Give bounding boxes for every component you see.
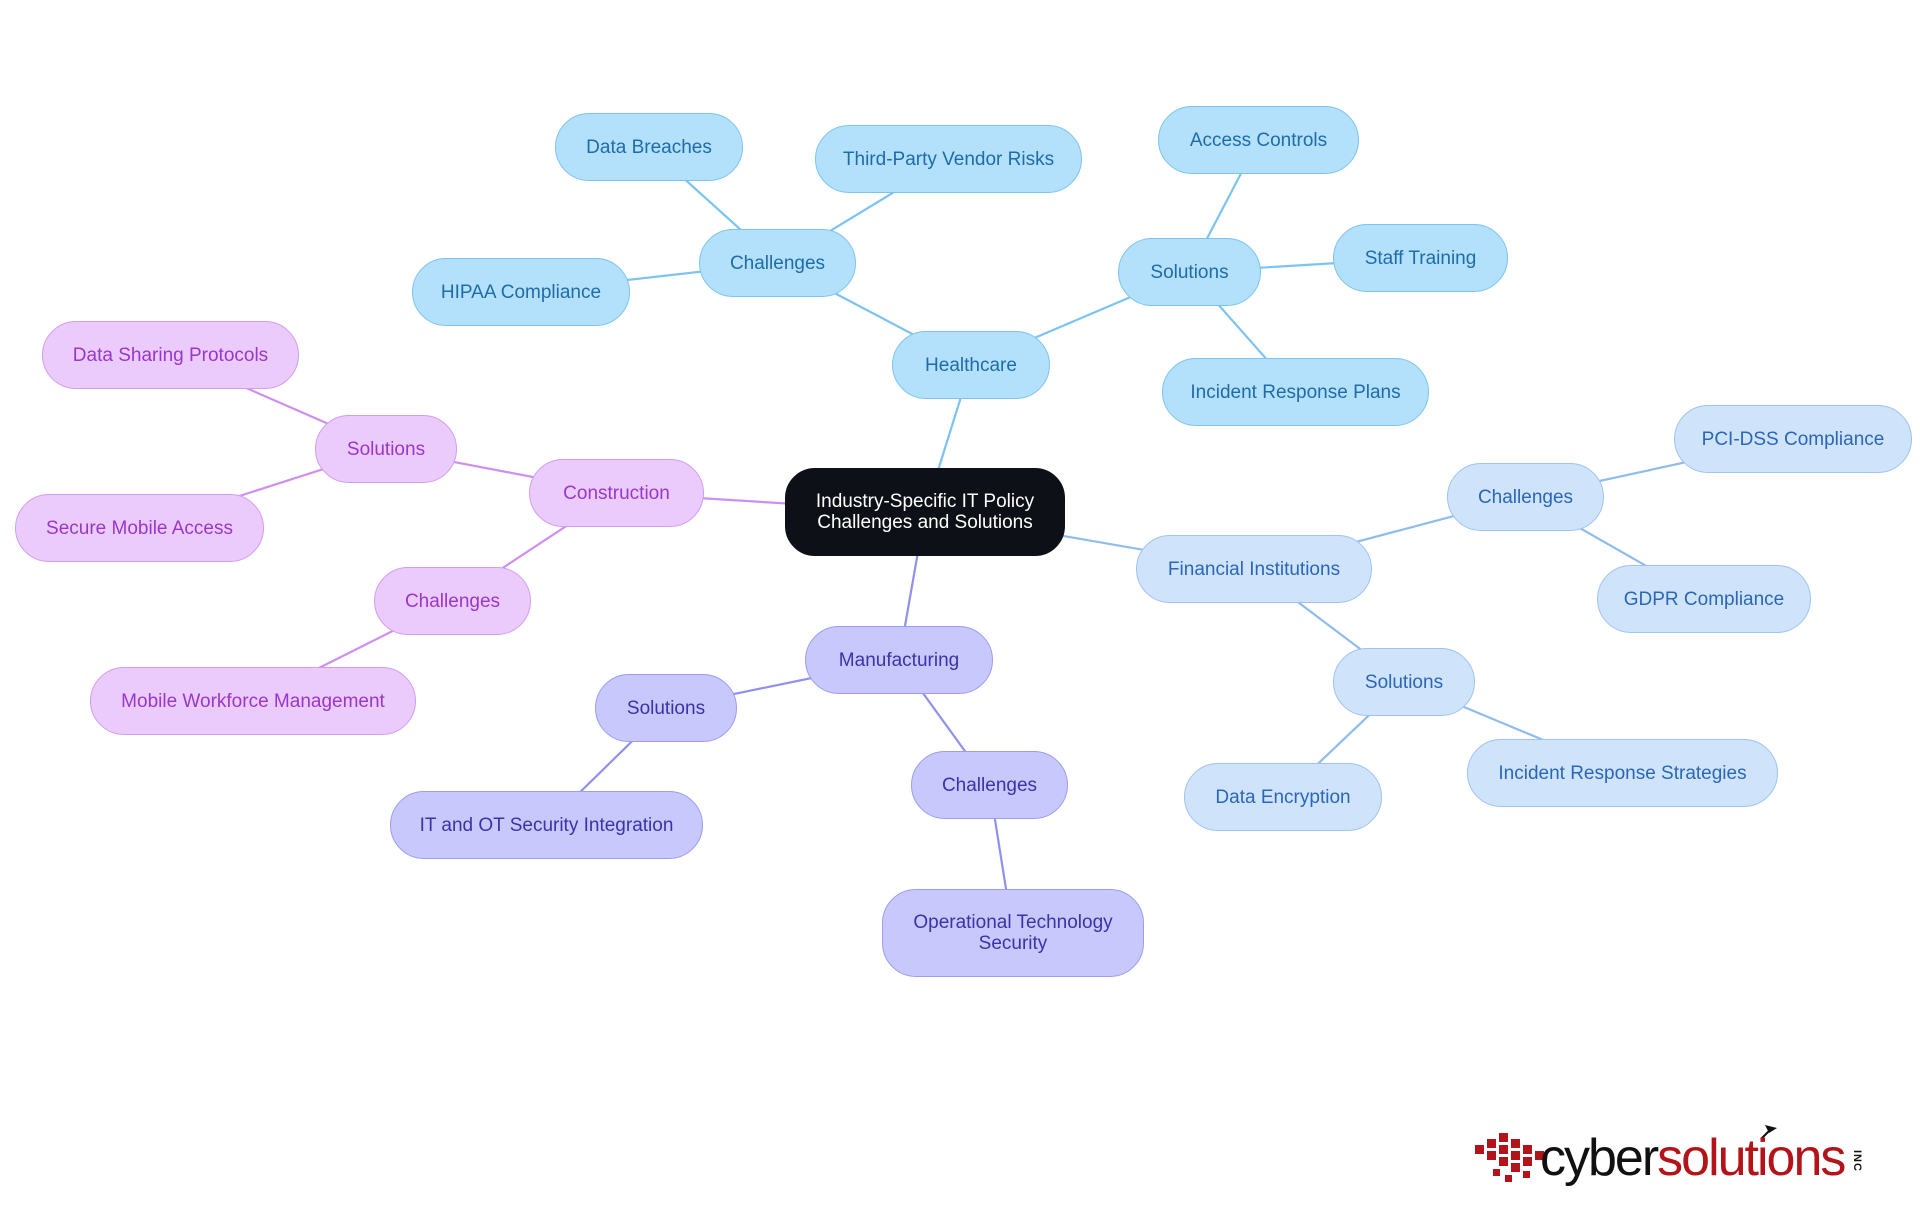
financial-institutions-node: Financial Institutions [1136, 535, 1372, 603]
data-encryption-node: Data Encryption [1184, 763, 1382, 831]
hipaa-compliance-node: HIPAA Compliance [412, 258, 630, 326]
operational-technology-security-node: Operational Technology Security [882, 889, 1144, 977]
manufacturing-node: Manufacturing [805, 626, 993, 694]
cybersolutions-logo: cybersolutions [1540, 1128, 1846, 1188]
incident-response-strategies-node: Incident Response Strategies [1467, 739, 1778, 807]
third-party-vendor-risks-node: Third-Party Vendor Risks [815, 125, 1082, 193]
access-controls-node: Access Controls [1158, 106, 1359, 174]
it-ot-security-integration-node: IT and OT Security Integration [390, 791, 703, 859]
root-label: Industry-Specific IT Policy Challenges a… [815, 491, 1035, 533]
red-pixel-cube-icon [1475, 1125, 1777, 1182]
manufacturing-solutions-node: Solutions [595, 674, 737, 742]
root-node: Industry-Specific IT Policy Challenges a… [785, 468, 1065, 556]
gdpr-compliance-node: GDPR Compliance [1597, 565, 1811, 633]
healthcare-challenges-node: Challenges [699, 229, 856, 297]
logo-word-cyber: cyber [1540, 1129, 1659, 1187]
construction-challenges-node: Challenges [374, 567, 531, 635]
logo-inc: INC [1851, 1150, 1863, 1172]
healthcare-solutions-node: Solutions [1118, 238, 1261, 306]
construction-solutions-node: Solutions [315, 415, 457, 483]
financial-challenges-node: Challenges [1447, 463, 1604, 531]
logo-word-solutions: solutions [1657, 1129, 1846, 1187]
healthcare-label: Healthcare [925, 354, 1017, 376]
secure-mobile-access-node: Secure Mobile Access [15, 494, 264, 562]
manufacturing-challenges-node: Challenges [911, 751, 1068, 819]
data-breaches-node: Data Breaches [555, 113, 743, 181]
construction-node: Construction [529, 459, 704, 527]
healthcare-node: Healthcare [892, 331, 1050, 399]
incident-response-plans-node: Incident Response Plans [1162, 358, 1429, 426]
staff-training-node: Staff Training [1333, 224, 1508, 292]
pci-dss-compliance-node: PCI-DSS Compliance [1674, 405, 1912, 473]
mobile-workforce-management-node: Mobile Workforce Management [90, 667, 416, 735]
financial-solutions-node: Solutions [1333, 648, 1475, 716]
data-sharing-protocols-node: Data Sharing Protocols [42, 321, 299, 389]
